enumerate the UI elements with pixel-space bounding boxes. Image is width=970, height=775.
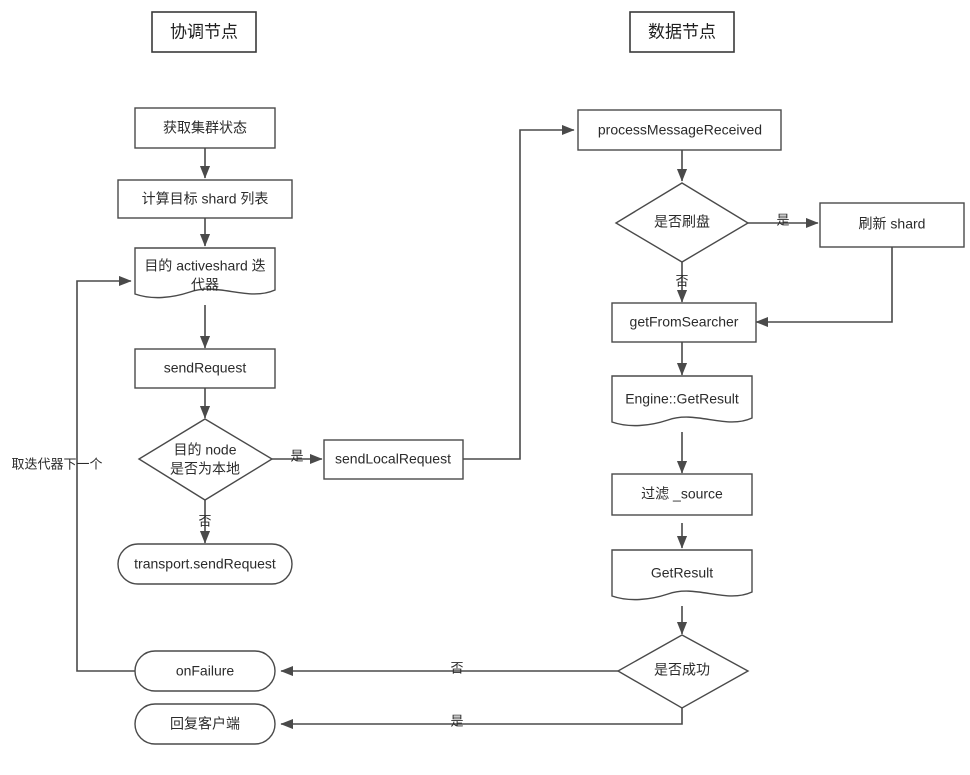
node-refresh-shard[interactable]: 刷新 shard: [819, 202, 965, 248]
edge-refresh-shard-to-get-from-searcher: [755, 247, 893, 328]
edge-success-yes-to-reply-client: [280, 708, 683, 730]
title-left-group: 协调节点: [151, 11, 257, 53]
node-active-shard-iterator[interactable]: 目的 activeshard 迭 代器: [134, 247, 276, 299]
should-flush-diamond[interactable]: [614, 182, 750, 263]
edge-label-iterator-next: 取迭代器下一个: [11, 456, 102, 471]
send-local-request-box[interactable]: [323, 439, 464, 480]
node-get-cluster-state[interactable]: 获取集群状态: [134, 107, 276, 149]
send-request-box[interactable]: [134, 348, 276, 389]
edge-label-local-yes: 是: [290, 448, 303, 463]
refresh-shard-box[interactable]: [819, 202, 965, 248]
node-compute-target-shard-list[interactable]: 计算目标 shard 列表: [117, 179, 293, 219]
is-success-label: 是否成功: [654, 662, 710, 678]
node-engine-get-result[interactable]: Engine::GetResult: [611, 375, 753, 427]
node-is-target-node-local[interactable]: 目的 node 是否为本地: [137, 418, 274, 501]
title-left-box: [151, 11, 257, 53]
send-request-label: sendRequest: [164, 360, 247, 376]
get-cluster-state-box[interactable]: [134, 107, 276, 149]
edge-label-flush-no: 否: [675, 273, 688, 288]
transport-send-request-label: transport.sendRequest: [134, 556, 276, 572]
get-from-searcher-box[interactable]: [611, 302, 757, 343]
title-left-label: 协调节点: [170, 22, 238, 41]
title-right-box: [629, 11, 735, 53]
edges-data-node: [280, 150, 893, 730]
edge-send-local-to-process-message: [463, 124, 575, 460]
node-is-success[interactable]: 是否成功: [616, 634, 750, 709]
is-target-node-local-diamond[interactable]: [137, 418, 274, 501]
reply-to-client-pill[interactable]: [134, 703, 276, 745]
node-get-result[interactable]: GetResult: [611, 549, 753, 601]
active-shard-iterator-label-line2: 代器: [191, 277, 219, 293]
node-send-request[interactable]: sendRequest: [134, 348, 276, 389]
is-target-node-local-label-line1: 目的 node: [173, 442, 236, 458]
get-from-searcher-label: getFromSearcher: [630, 314, 739, 330]
node-process-message-received[interactable]: processMessageReceived: [577, 109, 782, 151]
get-result-label: GetResult: [651, 565, 713, 581]
node-should-flush[interactable]: 是否刷盘: [614, 182, 750, 263]
transport-send-request-pill[interactable]: [117, 543, 293, 585]
filter-source-box[interactable]: [611, 473, 753, 516]
edge-label-success-yes: 是: [450, 713, 463, 728]
refresh-shard-label: 刷新 shard: [859, 216, 926, 232]
edge-label-local-no: 否: [198, 513, 211, 528]
node-transport-send-request[interactable]: transport.sendRequest: [117, 543, 293, 585]
node-on-failure[interactable]: onFailure: [134, 650, 276, 692]
get-cluster-state-label: 获取集群状态: [163, 120, 247, 136]
node-get-from-searcher[interactable]: getFromSearcher: [611, 302, 757, 343]
edges-coordinator: [76, 124, 575, 672]
engine-get-result-label: Engine::GetResult: [625, 391, 739, 407]
send-local-request-label: sendLocalRequest: [335, 451, 451, 467]
node-reply-to-client[interactable]: 回复客户端: [134, 703, 276, 745]
filter-source-label: 过滤 _source: [641, 486, 723, 502]
reply-to-client-label: 回复客户端: [170, 716, 240, 732]
title-right-label: 数据节点: [648, 22, 716, 41]
compute-target-shard-list-box[interactable]: [117, 179, 293, 219]
compute-target-shard-list-label: 计算目标 shard 列表: [142, 191, 269, 207]
should-flush-label: 是否刷盘: [654, 214, 710, 230]
active-shard-iterator-label-line1: 目的 activeshard 迭: [144, 258, 265, 274]
edge-label-flush-yes: 是: [776, 212, 789, 227]
node-send-local-request[interactable]: sendLocalRequest: [323, 439, 464, 480]
process-message-received-label: processMessageReceived: [598, 122, 762, 138]
active-shard-iterator-document-shape[interactable]: [134, 247, 276, 299]
title-right-group: 数据节点: [629, 11, 735, 53]
get-result-document-shape[interactable]: [611, 549, 753, 601]
edge-on-failure-to-iterator-loop: [76, 275, 135, 672]
edge-label-success-no: 否: [450, 660, 463, 675]
is-success-diamond[interactable]: [616, 634, 750, 709]
node-filter-source[interactable]: 过滤 _source: [611, 473, 753, 516]
on-failure-label: onFailure: [176, 663, 235, 679]
on-failure-pill[interactable]: [134, 650, 276, 692]
is-target-node-local-label-line2: 是否为本地: [170, 461, 240, 477]
process-message-received-box[interactable]: [577, 109, 782, 151]
engine-get-result-document-shape[interactable]: [611, 375, 753, 427]
